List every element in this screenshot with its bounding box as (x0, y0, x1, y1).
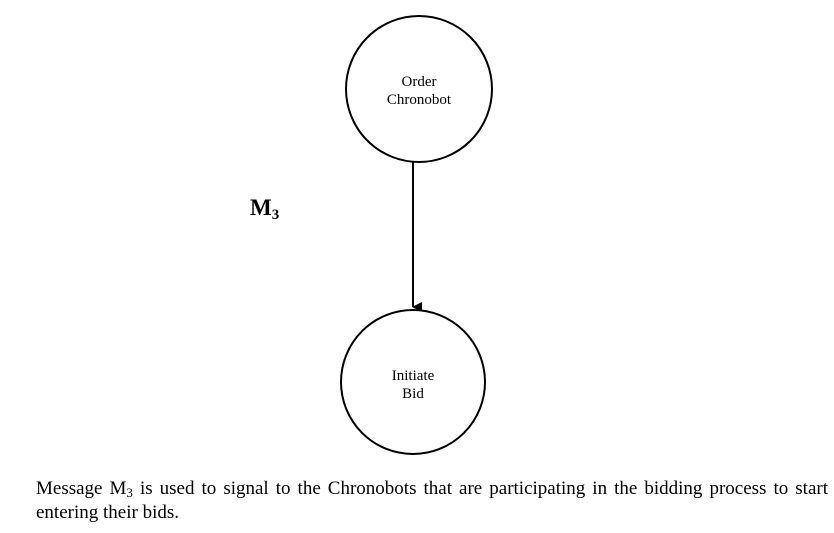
message-label-subscript: 3 (271, 207, 280, 223)
node-order-chronobot-circle (345, 15, 493, 163)
node-initiate-bid-label-line2: Bid (402, 386, 424, 402)
caption-subscript: 3 (126, 485, 133, 500)
message-label-m3: M3 (250, 196, 279, 223)
message-label-main: M (250, 195, 272, 220)
caption-paragraph: Message M3 is used to signal to the Chro… (36, 477, 828, 525)
node-initiate-bid: Initiate Bid (340, 309, 486, 455)
caption-text-part1: Message M (36, 478, 127, 499)
caption-text-part2: is used to signal to the Chronobots that… (36, 478, 828, 523)
node-initiate-bid-circle (340, 309, 486, 455)
node-order-chronobot-label-line2: Chronobot (387, 92, 452, 108)
diagram-canvas: Order Chronobot Initiate Bid (340, 15, 493, 455)
node-initiate-bid-label-line1: Initiate (392, 368, 435, 384)
node-order-chronobot: Order Chronobot (345, 15, 493, 163)
node-order-chronobot-label-line1: Order (402, 74, 437, 90)
